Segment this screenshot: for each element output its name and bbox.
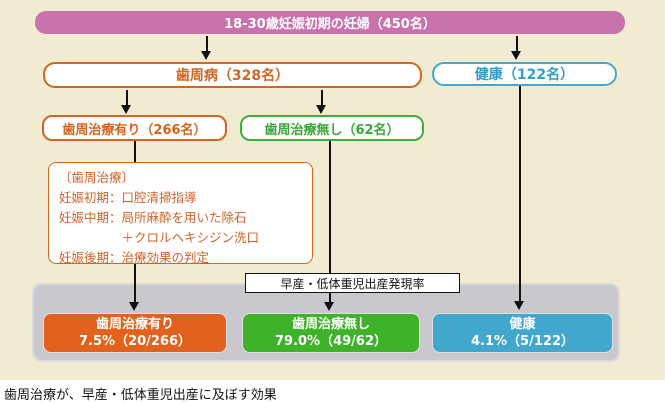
outcome-rate-label-text: 早産・低体重児出産発現率	[280, 276, 425, 291]
node-untreated-label: 歯周治療無し（62名）	[264, 122, 400, 138]
treatment-note: 〔歯周治療〕 妊娠初期：口腔清掃指導 妊娠中期：局所麻酔を用いた除石 ＋クロルヘ…	[48, 162, 313, 265]
arrow-head-icon	[514, 301, 524, 310]
node-periodontal-disease: 歯周病（328名）	[43, 62, 422, 88]
node-root-pregnant-women: 18-30歳妊娠初期の妊婦（450名）	[35, 11, 625, 34]
arrow-root-to-perio	[201, 36, 212, 60]
result-untreated-label: 歯周治療無し	[291, 317, 370, 332]
node-untreated: 歯周治療無し（62名）	[240, 115, 424, 141]
arrow-head-icon	[316, 105, 326, 114]
result-untreated-value: 79.0%（49/62）	[274, 334, 388, 349]
node-healthy: 健康（122名）	[432, 62, 617, 86]
node-treated: 歯周治療有り（266名）	[42, 115, 227, 141]
treatment-note-line: 妊娠中期：局所麻酔を用いた除石	[59, 210, 247, 225]
treatment-note-title: 〔歯周治療〕	[59, 170, 135, 185]
result-treated: 歯周治療有り 7.5%（20/266）	[43, 313, 227, 353]
arrow-line	[328, 141, 331, 303]
outcome-rate-label: 早産・低体重児出産発現率	[245, 273, 460, 293]
arrow-line	[205, 36, 208, 52]
result-untreated: 歯周治療無し 79.0%（49/62）	[242, 313, 420, 353]
arrow-head-icon	[324, 302, 334, 311]
treatment-note-line: 妊娠後期：治療効果の判定	[59, 250, 210, 265]
node-healthy-label: 健康（122名）	[474, 67, 575, 83]
arrow-head-icon	[511, 51, 521, 60]
node-root-label: 18-30歳妊娠初期の妊婦（450名）	[224, 17, 436, 32]
result-treated-label: 歯周治療有り	[95, 317, 174, 332]
arrow-head-icon	[121, 105, 131, 114]
arrow-perio-to-untreated	[316, 90, 327, 114]
arrow-line	[125, 90, 128, 106]
arrow-perio-to-treated	[121, 90, 132, 114]
arrow-untreated-to-result	[324, 141, 335, 311]
node-treated-label: 歯周治療有り（266名）	[62, 122, 207, 138]
arrow-healthy-to-result	[514, 86, 525, 310]
treatment-note-line: ＋クロルヘキシジン洗口	[121, 230, 260, 245]
treatment-note-line: 妊娠初期：口腔清掃指導	[59, 190, 197, 205]
arrow-head-icon	[201, 51, 211, 60]
arrow-root-to-healthy	[511, 36, 522, 60]
result-healthy-label: 健康	[509, 317, 536, 332]
result-treated-value: 7.5%（20/266）	[78, 334, 192, 349]
node-periodontal-disease-label: 歯周病（328名）	[175, 68, 290, 84]
arrow-line	[518, 86, 521, 302]
result-healthy-value: 4.1%（5/122）	[471, 334, 574, 349]
result-healthy: 健康 4.1%（5/122）	[432, 313, 613, 353]
figure-caption: 歯周治療が、早産・低体重児出産に及ぼす効果	[4, 388, 277, 403]
arrow-head-icon	[129, 302, 139, 311]
arrow-line	[515, 36, 518, 52]
arrow-line	[320, 90, 323, 106]
